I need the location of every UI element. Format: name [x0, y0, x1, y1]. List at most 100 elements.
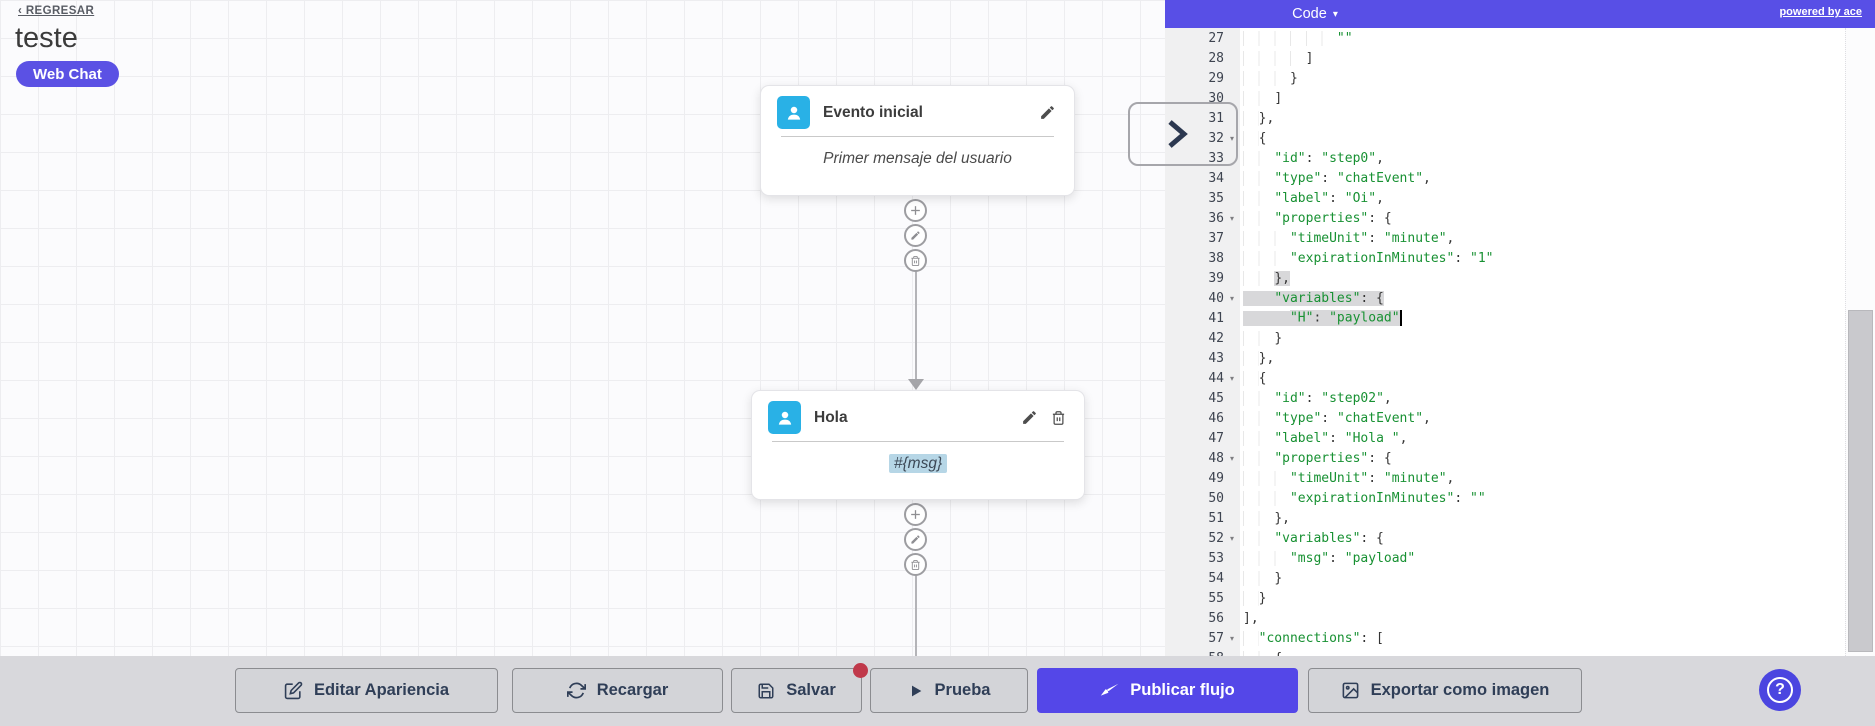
code-line-44[interactable]: {	[1243, 368, 1845, 388]
gutter-line-54[interactable]: 54	[1165, 568, 1240, 588]
reload-button[interactable]: Recargar	[512, 668, 723, 713]
code-line-36[interactable]: "properties": {	[1243, 208, 1845, 228]
code-line-40[interactable]: "variables": {	[1243, 288, 1845, 308]
publish-flow-button[interactable]: Publicar flujo	[1037, 668, 1298, 713]
gutter-line-41[interactable]: 41	[1165, 308, 1240, 328]
fold-caret-icon[interactable]: ▾	[1224, 654, 1240, 657]
add-step-button[interactable]	[904, 199, 927, 222]
delete-connection-button[interactable]	[904, 553, 927, 576]
add-step-button[interactable]	[904, 503, 927, 526]
edit-appearance-button[interactable]: Editar Apariencia	[235, 668, 498, 713]
code-lines[interactable]: "" ] } ] }, { "id": "step0", "type": "ch…	[1240, 28, 1845, 656]
gutter-line-51[interactable]: 51	[1165, 508, 1240, 528]
gutter-line-39[interactable]: 39	[1165, 268, 1240, 288]
delete-node-icon[interactable]	[1051, 409, 1066, 426]
gutter-line-40[interactable]: 40▾	[1165, 288, 1240, 308]
gutter-line-31[interactable]: 31	[1165, 108, 1240, 128]
gutter-line-30[interactable]: 30	[1165, 88, 1240, 108]
code-line-39[interactable]: },	[1243, 268, 1845, 288]
code-line-42[interactable]: }	[1243, 328, 1845, 348]
edit-node-icon[interactable]	[1021, 409, 1038, 426]
code-line-32[interactable]: {	[1243, 128, 1845, 148]
code-line-35[interactable]: "label": "Oi",	[1243, 188, 1845, 208]
code-line-29[interactable]: }	[1243, 68, 1845, 88]
gutter-line-35[interactable]: 35	[1165, 188, 1240, 208]
gutter-line-48[interactable]: 48▾	[1165, 448, 1240, 468]
gutter-line-45[interactable]: 45	[1165, 388, 1240, 408]
variable-chip[interactable]: #{msg}	[888, 454, 948, 473]
code-line-52[interactable]: "variables": {	[1243, 528, 1845, 548]
gutter-line-56[interactable]: 56	[1165, 608, 1240, 628]
gutter-line-34[interactable]: 34	[1165, 168, 1240, 188]
code-line-45[interactable]: "id": "step02",	[1243, 388, 1845, 408]
code-line-46[interactable]: "type": "chatEvent",	[1243, 408, 1845, 428]
gutter-line-36[interactable]: 36▾	[1165, 208, 1240, 228]
gutter-line-27[interactable]: 27	[1165, 28, 1240, 48]
edit-node-icon[interactable]	[1039, 104, 1056, 121]
code-line-38[interactable]: "expirationInMinutes": "1"	[1243, 248, 1845, 268]
gutter-line-43[interactable]: 43	[1165, 348, 1240, 368]
collapse-panel-button[interactable]	[1128, 102, 1238, 166]
test-button[interactable]: Prueba	[870, 668, 1028, 713]
code-line-27[interactable]: ""	[1243, 28, 1845, 48]
code-line-54[interactable]: }	[1243, 568, 1845, 588]
gutter-line-46[interactable]: 46	[1165, 408, 1240, 428]
code-line-48[interactable]: "properties": {	[1243, 448, 1845, 468]
save-button[interactable]: Salvar	[731, 668, 862, 713]
code-line-56[interactable]: ],	[1243, 608, 1845, 628]
editor-scrollbar-thumb[interactable]	[1848, 310, 1873, 652]
gutter-line-49[interactable]: 49	[1165, 468, 1240, 488]
gutter-line-55[interactable]: 55	[1165, 588, 1240, 608]
fold-caret-icon[interactable]: ▾	[1229, 453, 1234, 463]
code-line-43[interactable]: },	[1243, 348, 1845, 368]
gutter-line-52[interactable]: 52▾	[1165, 528, 1240, 548]
chevron-right-icon	[1168, 120, 1188, 148]
gutter-line-37[interactable]: 37	[1165, 228, 1240, 248]
gutter-line-57[interactable]: 57▾	[1165, 628, 1240, 648]
code-line-49[interactable]: "timeUnit": "minute",	[1243, 468, 1845, 488]
code-line-37[interactable]: "timeUnit": "minute",	[1243, 228, 1845, 248]
code-line-30[interactable]: ]	[1243, 88, 1845, 108]
gutter-line-47[interactable]: 47	[1165, 428, 1240, 448]
code-line-51[interactable]: },	[1243, 508, 1845, 528]
code-mode-dropdown[interactable]: Code ▾	[1270, 0, 1360, 28]
code-line-57[interactable]: "connections": [	[1243, 628, 1845, 648]
node-evento-inicial[interactable]: Evento inicial Primer mensaje del usuari…	[760, 85, 1075, 196]
export-image-button[interactable]: Exportar como imagen	[1308, 668, 1582, 713]
code-line-41[interactable]: "H": "payload"	[1243, 308, 1845, 328]
gutter-line-38[interactable]: 38	[1165, 248, 1240, 268]
fold-caret-icon[interactable]: ▾	[1229, 213, 1234, 223]
delete-connection-button[interactable]	[904, 249, 927, 272]
code-line-28[interactable]: ]	[1243, 48, 1845, 68]
code-line-50[interactable]: "expirationInMinutes": ""	[1243, 488, 1845, 508]
fold-caret-icon[interactable]: ▾	[1229, 533, 1234, 543]
code-line-55[interactable]: }	[1243, 588, 1845, 608]
help-button[interactable]: ?	[1759, 669, 1801, 711]
fold-caret-icon[interactable]: ▾	[1229, 133, 1234, 143]
code-line-34[interactable]: "type": "chatEvent",	[1243, 168, 1845, 188]
edit-connection-button[interactable]	[904, 224, 927, 247]
code-line-31[interactable]: },	[1243, 108, 1845, 128]
editor-scrollbar-track[interactable]	[1845, 28, 1875, 656]
gutter-line-58[interactable]: 58▾	[1165, 648, 1240, 657]
node-hola[interactable]: Hola #{msg}	[751, 390, 1085, 500]
powered-by-ace-link[interactable]: powered by ace	[1779, 6, 1862, 18]
back-link[interactable]: ‹ REGRESAR	[18, 5, 95, 17]
edit-connection-button[interactable]	[904, 528, 927, 551]
gutter-line-53[interactable]: 53	[1165, 548, 1240, 568]
code-line-33[interactable]: "id": "step0",	[1243, 148, 1845, 168]
code-line-58[interactable]: {	[1243, 648, 1845, 656]
code-line-53[interactable]: "msg": "payload"	[1243, 548, 1845, 568]
gutter-line-33[interactable]: 33	[1165, 148, 1240, 168]
fold-caret-icon[interactable]: ▾	[1229, 633, 1234, 643]
gutter-line-32[interactable]: 32▾	[1165, 128, 1240, 148]
gutter-line-50[interactable]: 50	[1165, 488, 1240, 508]
gutter-line-42[interactable]: 42	[1165, 328, 1240, 348]
code-line-47[interactable]: "label": "Hola ",	[1243, 428, 1845, 448]
gutter-line-44[interactable]: 44▾	[1165, 368, 1240, 388]
fold-caret-icon[interactable]: ▾	[1229, 293, 1234, 303]
fold-caret-icon[interactable]: ▾	[1229, 373, 1234, 383]
gutter-line-28[interactable]: 28	[1165, 48, 1240, 68]
gutter-line-29[interactable]: 29	[1165, 68, 1240, 88]
